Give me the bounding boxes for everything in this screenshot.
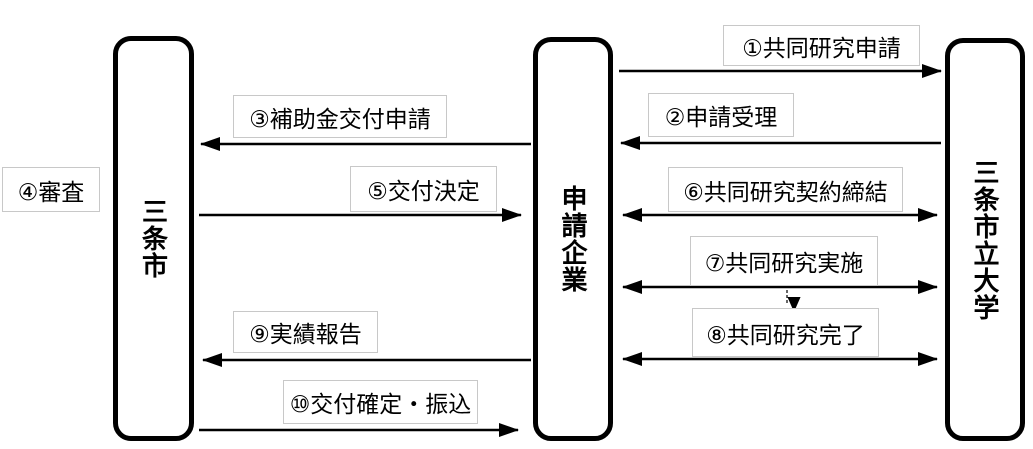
- step-label-6-joint-research-contract: ⑥共同研究契約締結: [668, 167, 903, 212]
- step-label-4-examination: ④審査: [2, 167, 100, 212]
- step-label-7-joint-research-execution: ⑦共同研究実施: [690, 236, 878, 286]
- step-label-8-joint-research-completion: ⑧共同研究完了: [692, 308, 879, 357]
- step-label-2-application-acceptance: ②申請受理: [648, 93, 794, 137]
- actor-label-sanjo-city-university: 三条市立大学: [970, 158, 1000, 321]
- step-label-9-results-report: ⑨実績報告: [233, 311, 378, 353]
- actor-box-sanjo-city-university: 三条市立大学: [945, 38, 1025, 441]
- actor-box-sanjo-city: 三条市: [113, 36, 194, 441]
- step-label-3-subsidy-grant-application: ③補助金交付申請: [233, 95, 447, 138]
- actor-box-applicant-company: 申請企業: [533, 37, 613, 441]
- step-label-10-grant-confirmation-transfer: ⑩交付確定・振込: [283, 380, 478, 424]
- step-label-5-grant-decision: ⑤交付決定: [350, 166, 497, 212]
- step-label-1-joint-research-application: ①共同研究申請: [723, 25, 920, 66]
- actor-label-applicant-company: 申請企業: [558, 185, 588, 293]
- actor-label-sanjo-city: 三条市: [138, 198, 169, 279]
